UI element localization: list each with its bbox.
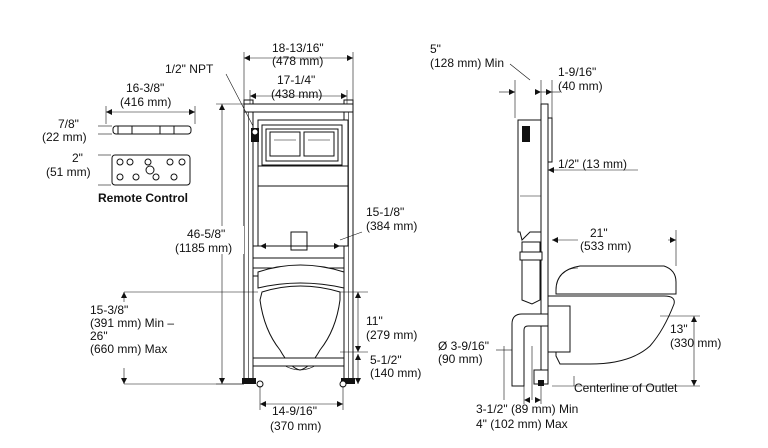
side-view: 5" (128 mm) Min 1-9/16" (40 mm) 1/2" (13… [430,42,721,431]
mount-width-label: 15-1/8" [366,205,404,219]
right-foot [341,378,355,384]
seat-min-label: 15-3/8" [90,303,128,317]
bowl-low-label: 5-1/2" [370,353,402,367]
remote-control: 16-3/8" (416 mm) 7/8" (22 mm) 2" (51 mm)… [42,81,196,205]
wall-min-mm-label: (128 mm) Min [430,56,504,70]
pipe-diameter-mm-label: (90 mm) [438,352,483,366]
frame-bottom-rail [252,357,345,367]
remote-height-mm-label: (51 mm) [46,165,91,179]
outlet-height-mm-label: (330 mm) [670,336,721,350]
floor-max-label: 4" (102 mm) Max [476,417,568,431]
width-inner-mm-label: (438 mm) [271,87,322,101]
bowl-length-label: 21" [590,226,608,240]
foot-width-label: 14-9/16" [272,404,317,418]
remote-depth-label: 7/8" [58,117,79,131]
seat-min-mm-label: (391 mm) Min – [90,316,174,330]
npt-label: 1/2" NPT [165,62,214,76]
outlet-pipe [511,313,549,387]
panel-offset-label: 1/2" (13 mm) [558,157,627,171]
bowl-lid [257,264,345,289]
width-outer-mm-label: (478 mm) [272,54,323,68]
panel-depth-mm-label: (40 mm) [558,79,603,93]
width-inner-label: 17-1/4" [277,73,315,87]
flush-button-left [269,131,301,157]
remote-width-mm-label: (416 mm) [120,95,171,109]
seat-side [555,265,677,295]
remote-width-label: 16-3/8" [126,81,164,95]
pipe-diameter-label: Ø 3-9/16" [438,339,489,353]
seat-max-mm-label: (660 mm) Max [90,342,167,356]
outlet-height-label: 13" [670,322,688,336]
wall-panel [547,117,553,163]
remote-control-caption: Remote Control [98,191,188,205]
frame-side [540,103,549,383]
remote-depth-mm-label: (22 mm) [42,130,87,144]
floor-min-label: 3-1/2" (89 mm) Min [476,402,578,416]
tank-side [517,119,542,241]
frame-top-rail [243,103,354,113]
seat-max-label: 26" [90,329,108,343]
mount-width-mm-label: (384 mm) [366,219,417,233]
bowl-height-label: 11" [366,314,383,328]
panel-depth-label: 1-9/16" [558,65,596,79]
bowl-length-mm-label: (533 mm) [580,239,631,253]
bowl-low-mm-label: (140 mm) [370,366,421,380]
front-view: 18-13/16" (478 mm) 17-1/4" (438 mm) 1/2"… [86,41,421,433]
flush-button-right [303,131,335,157]
height-total-mm-label: (1185 mm) [175,241,232,255]
remote-height-label: 2" [72,151,83,165]
foot-width-mm-label: (370 mm) [270,419,321,433]
bowl-height-mm-label: (279 mm) [366,328,417,342]
width-outer-label: 18-13/16" [272,41,324,55]
outlet-centerline-label: Centerline of Outlet [574,381,678,395]
height-total-label: 46-5/8" [187,227,225,241]
flush-pipe [290,231,308,251]
left-foot [242,378,256,384]
wall-min-label: 5" [430,42,441,56]
toilet-bowl [259,285,341,371]
bowl-side [547,290,675,365]
